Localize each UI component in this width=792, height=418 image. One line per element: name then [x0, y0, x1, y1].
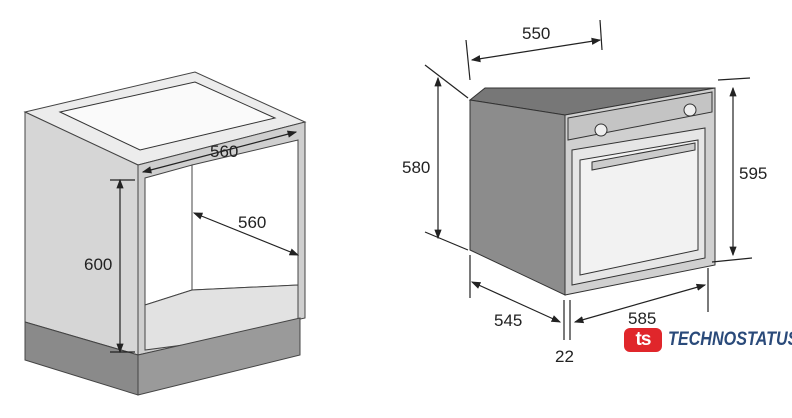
- oven-dimensions: [424, 19, 753, 340]
- dimension-labels: 560 560 600 550 580 595 545 585 22: [84, 24, 767, 366]
- oven-knob-left: [594, 123, 608, 137]
- oven: [468, 87, 716, 296]
- oven-front-height-label: 595: [739, 164, 767, 183]
- cabinet-height-label: 600: [84, 255, 112, 274]
- oven-knob-right: [683, 103, 697, 117]
- cabinet: [23, 71, 307, 396]
- oven-front-width-label: 585: [628, 309, 656, 328]
- oven-depth-label: 550: [522, 24, 550, 43]
- cabinet-dimensions: [110, 130, 300, 354]
- logo-mark: ts: [624, 328, 662, 352]
- logo-text: TECHNOSTATUS: [668, 329, 792, 350]
- technostatus-logo: ts TECHNOSTATUS: [624, 328, 792, 352]
- cabinet-depth-label: 560: [238, 213, 266, 232]
- oven-door-handle: [591, 142, 696, 171]
- cabinet-width-label: 560: [210, 142, 238, 161]
- oven-side-depth-label: 545: [494, 311, 522, 330]
- oven-height-label: 580: [402, 158, 430, 177]
- oven-panel-label: 22: [555, 347, 574, 366]
